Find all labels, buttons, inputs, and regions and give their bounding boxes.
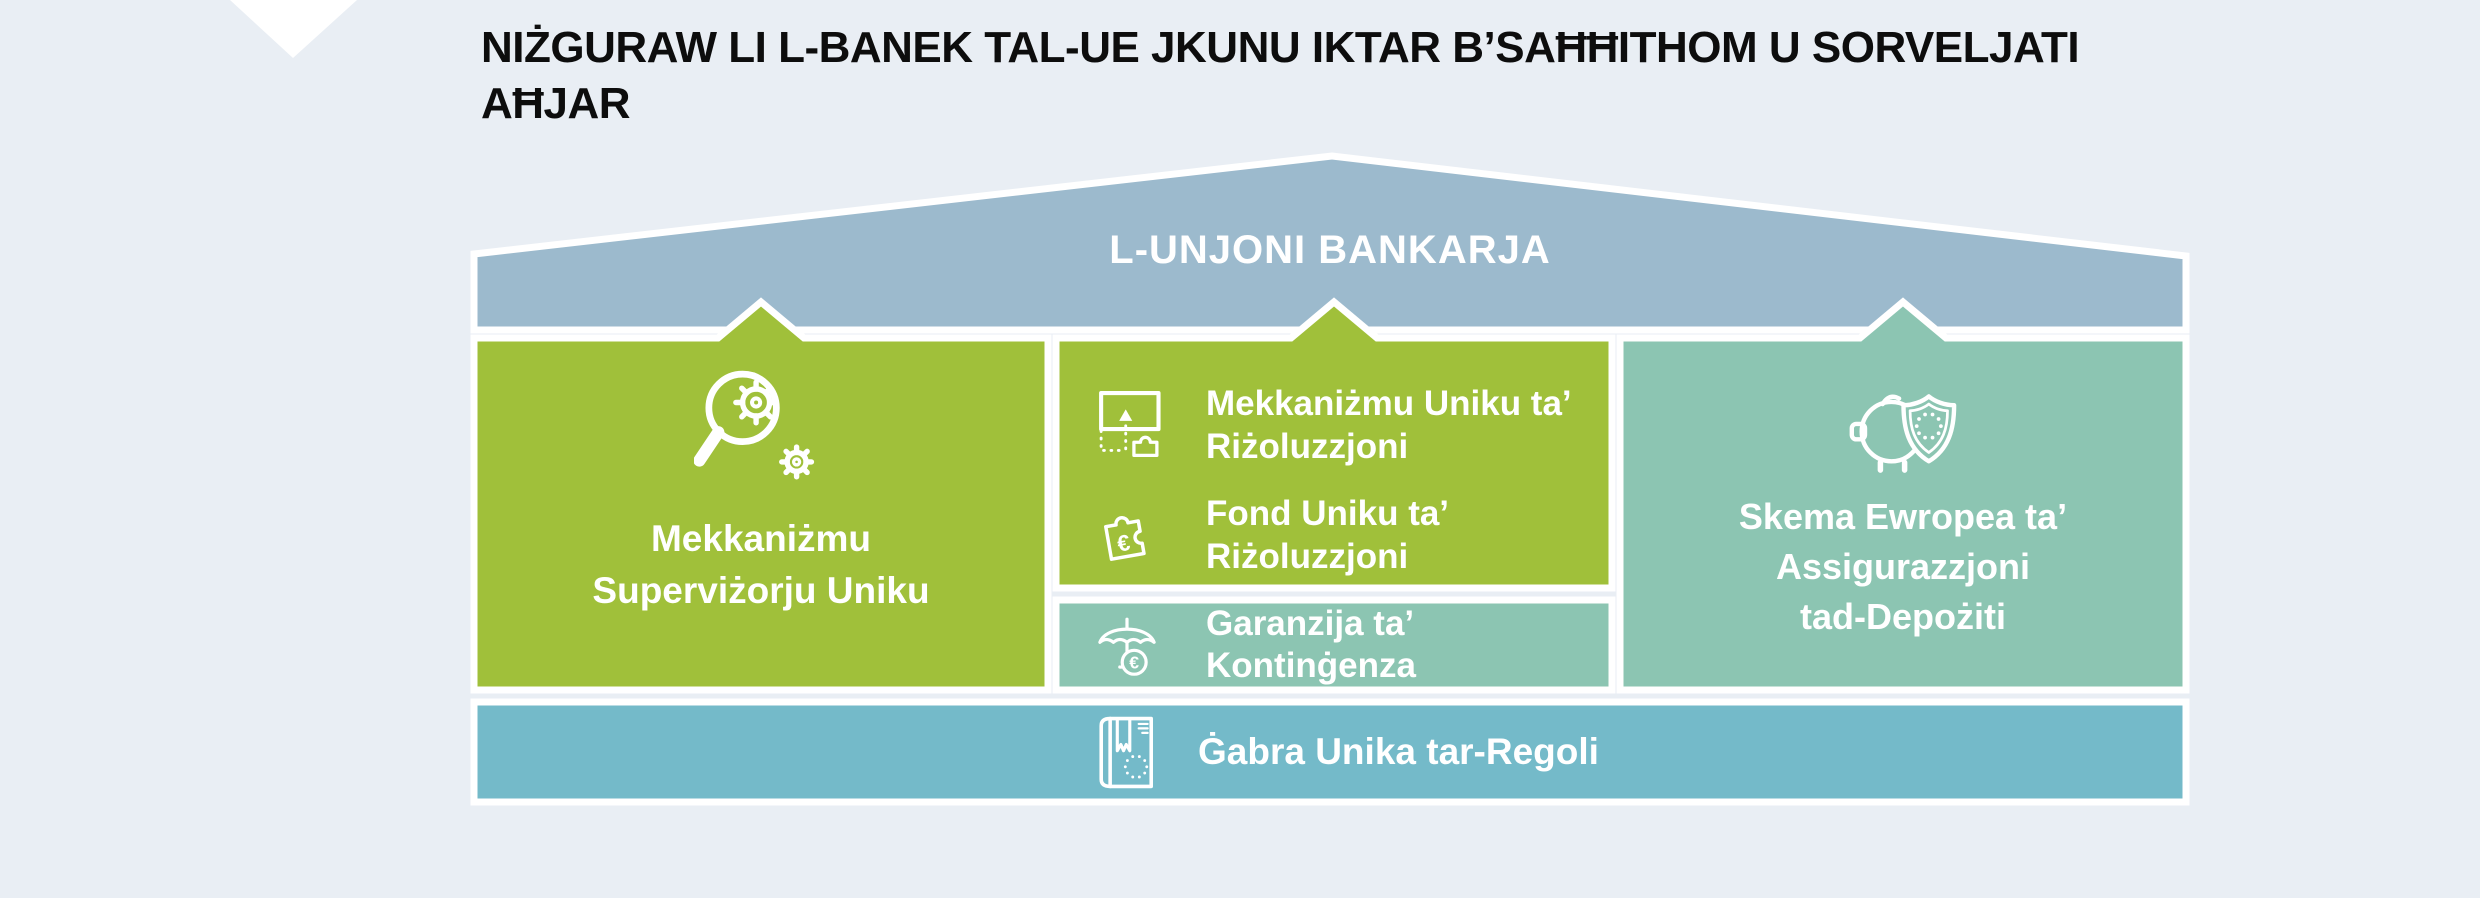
backstop-line1: Garanzija ta’ (1206, 604, 1415, 643)
edis-line2: Assigurazzjoni (1775, 546, 2031, 587)
backstop-shape (1052, 596, 1616, 694)
page-title-line2: AĦJAR (481, 78, 631, 128)
piggybank-shield-icon (1849, 394, 1956, 473)
base-bar-shape (470, 698, 2190, 806)
euro-glyph: € (1129, 652, 1139, 672)
edis-line3: tad-Depożiti (1800, 596, 2006, 637)
euro-puzzle-icon: € (1104, 516, 1146, 561)
item-single-resolution-fund: € Fond Uniku ta’ Riżoluzzjoni (1056, 492, 1612, 578)
srm-line1: Mekkaniżmu Uniku ta’ (1206, 384, 1572, 423)
umbrella-euro-icon: € (1098, 617, 1156, 676)
puzzle-transfer-icon (1099, 390, 1161, 457)
pillar-resolution: Mekkaniżmu Uniku ta’ Riżoluzzjoni € Fond… (1056, 338, 1612, 588)
pillar-left-line1: Mekkaniżmu (650, 518, 871, 559)
srm-line2: Riżoluzzjoni (1206, 427, 1409, 466)
eu-stars-dots (1123, 754, 1149, 778)
page-title-line1: NIŻGURAW LI L-BANEK TAL-UE JKUNU IKTAR B… (481, 23, 2080, 72)
backstop-line2: Kontinġenza (1206, 646, 1416, 685)
pillar-right-label: Skema Ewropea ta’ Assigurazzjoni tad-Dep… (1739, 492, 2067, 642)
item-single-resolution-mechanism: Mekkaniżmu Uniku ta’ Riżoluzzjoni (1056, 382, 1612, 468)
pillar-left-label: Mekkaniżmu Superviżorju Uniku (592, 513, 929, 617)
euro-glyph: € (1115, 530, 1132, 557)
rulebook-icon (1099, 716, 1154, 788)
page-title: NIŻGURAW LI L-BANEK TAL-UE JKUNU IKTAR B… (481, 20, 2201, 132)
pillar-left-line2: Superviżorju Uniku (592, 570, 930, 611)
pillar-right-shape (1616, 297, 2190, 694)
pillar-middle-shape (1052, 297, 1616, 592)
pillar-left-shape (470, 297, 1052, 694)
single-rulebook-bar: Ġabra Unika tar-Regoli (474, 702, 2186, 802)
pillar-deposit-insurance: Skema Ewropea ta’ Assigurazzjoni tad-Dep… (1620, 338, 2186, 690)
pillar-single-supervisory-mechanism: Mekkaniżmu Superviżorju Uniku (474, 338, 1048, 690)
rulebook-label: Ġabra Unika tar-Regoli (1198, 731, 1599, 772)
eu-stars-dots (1914, 412, 1943, 440)
decorative-triangle (230, 0, 357, 58)
edis-line1: Skema Ewropea ta’ (1738, 496, 2068, 537)
roof-label: L-UNJONI BANKARJA (1109, 228, 1551, 272)
srf-line2: Riżoluzzjoni (1206, 537, 1409, 576)
srf-line1: Fond Uniku ta’ (1206, 494, 1450, 533)
magnifier-gears-icon (693, 370, 814, 480)
item-backstop-guarantee: € Garanzija ta’ Kontinġenza (1056, 600, 1612, 690)
